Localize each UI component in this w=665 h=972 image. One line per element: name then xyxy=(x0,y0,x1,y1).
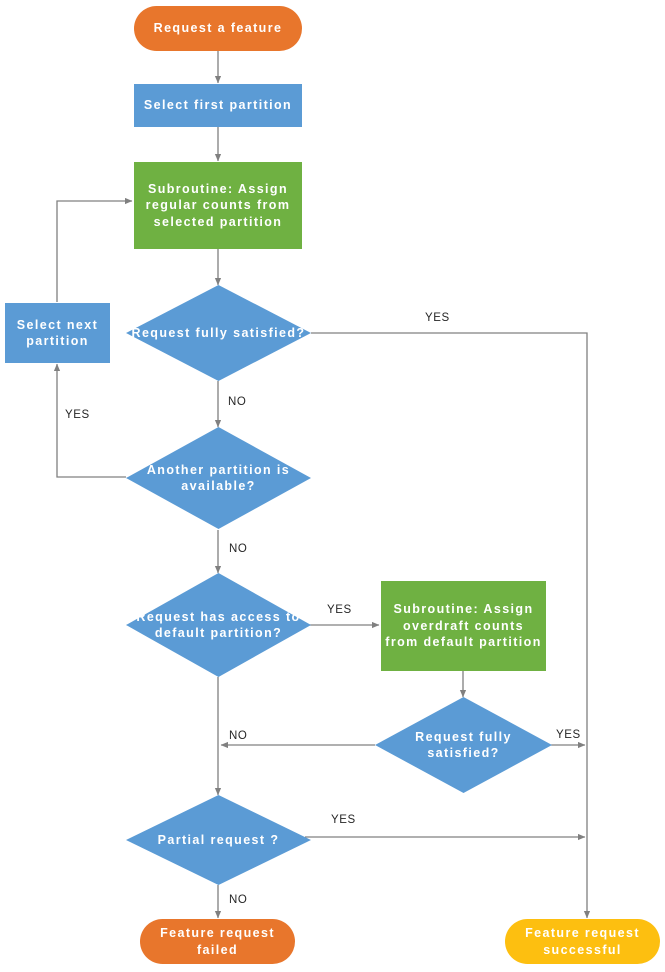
edge-label-partial-yes: YES xyxy=(331,814,356,826)
node-feature-request-failed-label: Feature request failed xyxy=(160,926,275,957)
edge-label-satisfied1-no: NO xyxy=(228,396,247,408)
edge-label-satisfied2-yes: YES xyxy=(556,729,581,741)
node-request-fully-satisfied-1-label: Request fully satisfied? xyxy=(131,325,306,340)
node-select-next-partition[interactable]: Select next partition xyxy=(5,303,110,363)
node-request-fully-satisfied-1[interactable]: Request fully satisfied? xyxy=(126,285,311,381)
node-partial-request[interactable]: Partial request ? xyxy=(126,795,311,885)
node-another-partition-available-label: Another partition is available? xyxy=(146,462,291,494)
node-subroutine-assign-overdraft-counts[interactable]: Subroutine: Assign overdraft counts from… xyxy=(381,581,546,671)
node-another-partition-available[interactable]: Another partition is available? xyxy=(126,427,311,529)
edge-label-accessdefault-yes: YES xyxy=(327,604,352,616)
node-feature-request-failed[interactable]: Feature request failed xyxy=(140,919,295,964)
node-request-has-access-to-default-partition[interactable]: Request has access to default partition? xyxy=(126,573,311,677)
node-select-first-partition-label: Select first partition xyxy=(143,98,293,113)
node-feature-request-successful[interactable]: Feature request successful xyxy=(505,919,660,964)
edge-label-satisfied2-no: NO xyxy=(229,730,248,742)
node-subroutine-assign-overdraft-counts-label: Subroutine: Assign overdraft counts from… xyxy=(385,602,542,650)
edge-label-anotherpart-no: NO xyxy=(229,543,248,555)
node-select-first-partition[interactable]: Select first partition xyxy=(134,84,302,127)
edge-label-satisfied1-yes: YES xyxy=(425,312,450,324)
node-request-has-access-to-default-partition-label: Request has access to default partition? xyxy=(136,609,301,641)
node-subroutine-assign-regular-counts[interactable]: Subroutine: Assign regular counts from s… xyxy=(134,162,302,249)
node-partial-request-label: Partial request ? xyxy=(157,832,280,847)
node-feature-request-successful-label: Feature request successful xyxy=(525,926,640,957)
node-select-next-partition-label: Select next partition xyxy=(16,317,99,349)
node-start[interactable]: Request a feature xyxy=(134,6,302,51)
node-request-fully-satisfied-2-label: Request fully satisfied? xyxy=(415,729,512,761)
node-request-fully-satisfied-2[interactable]: Request fully satisfied? xyxy=(375,697,552,793)
node-subroutine-assign-regular-counts-label: Subroutine: Assign regular counts from s… xyxy=(145,181,291,229)
edge-label-anotherpart-yes: YES xyxy=(65,409,90,421)
node-start-label: Request a feature xyxy=(153,21,283,36)
edge-label-partial-no: NO xyxy=(229,894,248,906)
